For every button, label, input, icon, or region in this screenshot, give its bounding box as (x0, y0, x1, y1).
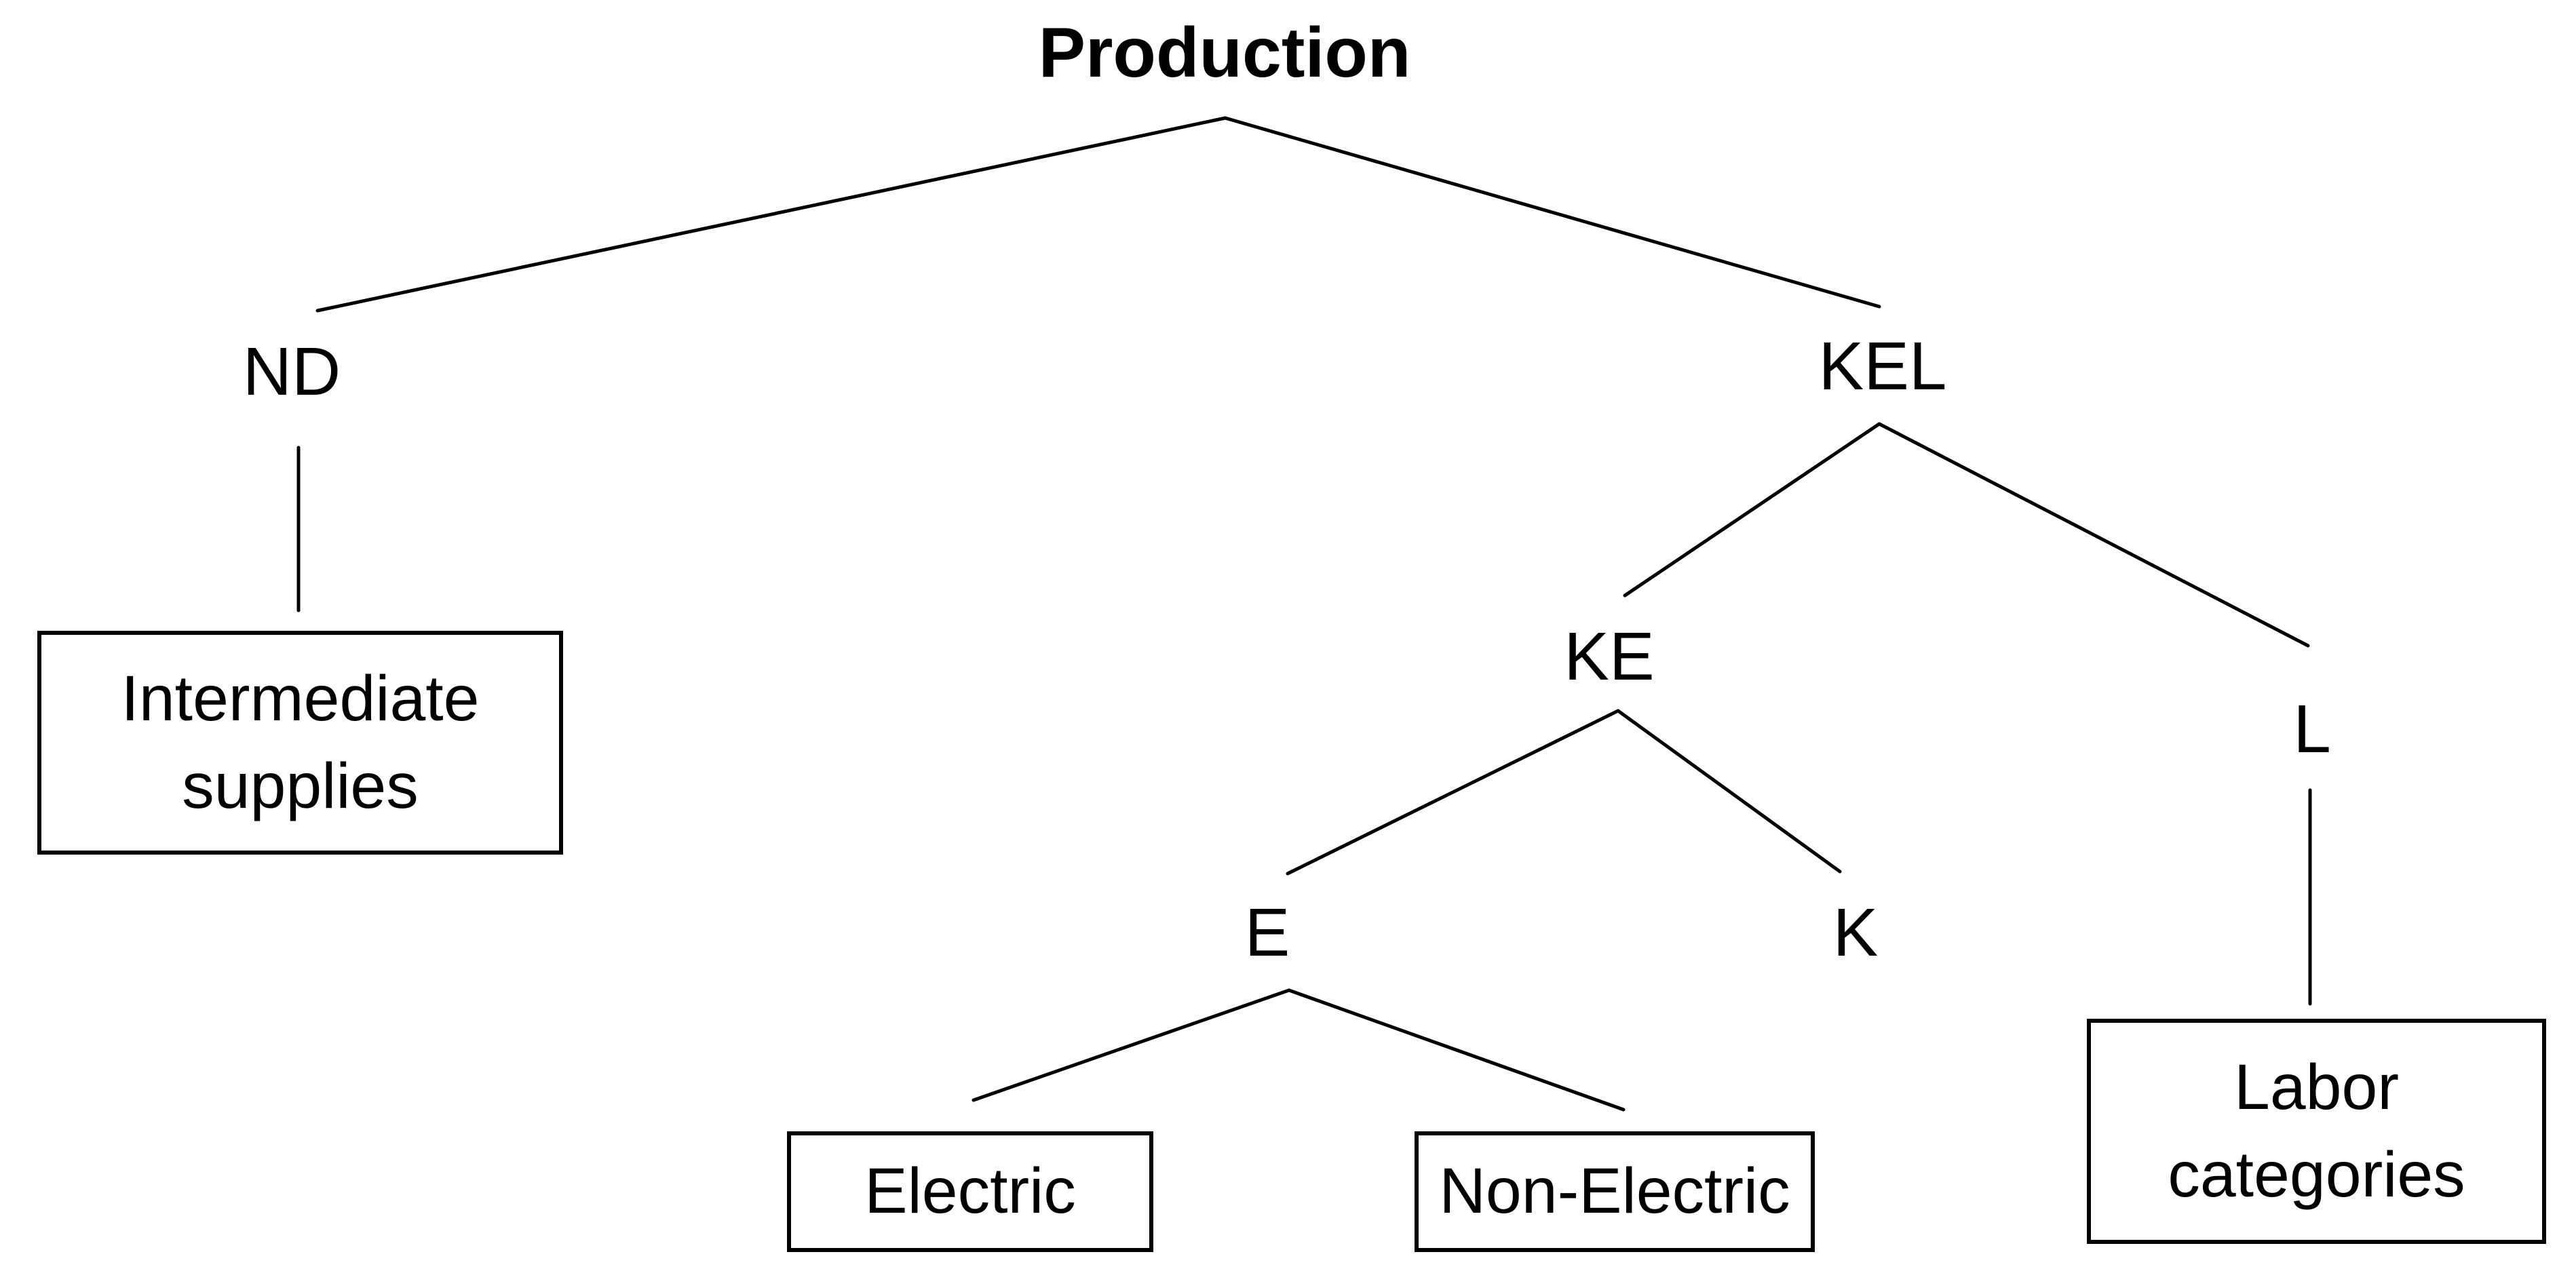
leaf-box-electric: Electric (787, 1131, 1153, 1252)
node-k: K (1832, 895, 1879, 971)
node-kel: KEL (1818, 328, 1947, 404)
node-nd: ND (242, 334, 341, 410)
edge-e-electric (972, 988, 1291, 1102)
leaf-box-electric-label: Electric (864, 1155, 1076, 1228)
edge-ke-e (1286, 709, 1620, 876)
edge-kel-l (1877, 422, 2310, 648)
edge-ke-k (1616, 709, 1842, 874)
node-ke: KE (1564, 619, 1655, 695)
leaf-box-intermediate-supplies: Intermediate supplies (37, 631, 563, 855)
leaf-box-non-electric-label: Non-Electric (1439, 1155, 1790, 1228)
edge-kel-ke (1623, 422, 1881, 598)
node-e: E (1244, 895, 1290, 971)
node-l: L (2293, 691, 2331, 767)
leaf-box-non-electric: Non-Electric (1415, 1131, 1815, 1252)
edge-production-kel (1223, 116, 1881, 309)
edge-production-nd (315, 116, 1227, 313)
node-production: Production (1038, 14, 1411, 92)
leaf-box-labor-categories: Labor categories (2087, 1019, 2546, 1244)
leaf-box-labor-categories-label: Labor categories (2168, 1051, 2465, 1211)
edge-e-non-electric (1287, 988, 1626, 1112)
leaf-box-intermediate-supplies-label: Intermediate supplies (121, 662, 480, 822)
